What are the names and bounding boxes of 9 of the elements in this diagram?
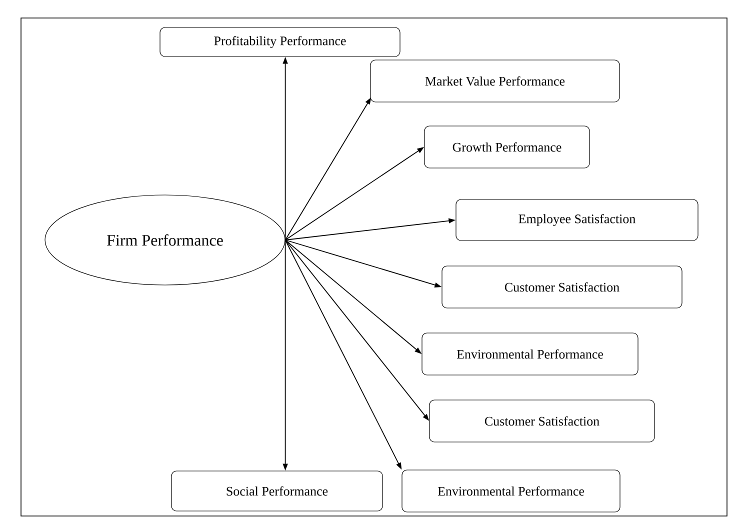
rounded-box: Customer Satisfaction bbox=[429, 400, 655, 442]
rounded-box: Employee Satisfaction bbox=[456, 199, 698, 241]
rounded-box: Growth Performance bbox=[424, 126, 590, 168]
rounded-box: Environmental Performance bbox=[402, 470, 620, 512]
rounded-box: Customer Satisfaction bbox=[442, 266, 682, 308]
rounded-box: Social Performance bbox=[171, 470, 383, 512]
rounded-box: Market Value Performance bbox=[370, 60, 620, 102]
rounded-box: Profitability Performance bbox=[160, 27, 400, 57]
rounded-box: Environmental Performance bbox=[422, 332, 638, 376]
